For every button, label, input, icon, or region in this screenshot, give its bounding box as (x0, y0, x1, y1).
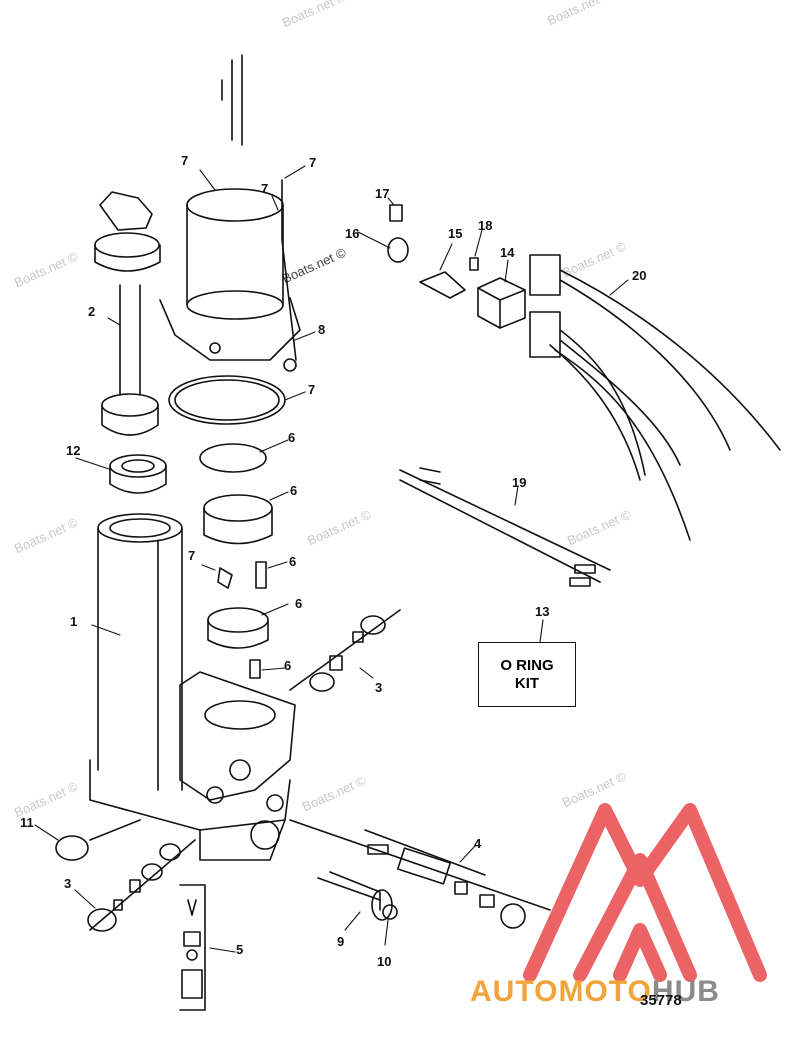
callout-6: 6 (295, 596, 303, 611)
filter-part-6 (203, 494, 273, 545)
tube-assembly-part-2 (94, 191, 161, 436)
screw-part-18 (469, 257, 479, 271)
shuttle-part-4 (289, 819, 551, 929)
callout-7: 7 (308, 382, 316, 397)
callout-6: 6 (288, 430, 296, 445)
callout-19: 19 (512, 475, 527, 490)
gasket-part-7 (168, 375, 286, 425)
check-valve-part-3 (289, 609, 401, 692)
check-valve-part-3-lower (87, 839, 196, 932)
bracket-part-15 (419, 271, 466, 299)
manual-release-part-9 (317, 871, 393, 921)
callout-7: 7 (261, 181, 269, 196)
callout-20: 20 (632, 268, 647, 283)
valve-part-6 (207, 561, 269, 679)
callout-16: 16 (345, 226, 360, 241)
valve-stack-part-5 (179, 884, 206, 1011)
figure-number: 35778 (640, 992, 682, 1009)
screw-part-17 (389, 204, 403, 222)
callout-6: 6 (290, 483, 298, 498)
gasket-inner (174, 379, 280, 421)
grommet-part-16 (387, 237, 409, 263)
kit-box-line1: O RING (500, 656, 554, 674)
callout-15: 15 (448, 226, 463, 241)
relay-part-14 (477, 277, 526, 329)
callout-3: 3 (64, 876, 72, 891)
callout-5: 5 (236, 942, 244, 957)
brand-part2: HUB (651, 975, 720, 1008)
callout-11: 11 (20, 815, 34, 830)
cylinder-part-1 (89, 513, 291, 861)
pump-housing (179, 671, 296, 812)
callout-6: 6 (284, 658, 292, 673)
clip-part-10 (382, 904, 398, 920)
seal-part-12 (109, 454, 167, 494)
screw-part-8 (281, 179, 297, 361)
callout-17: 17 (375, 186, 390, 201)
callout-6: 6 (289, 554, 297, 569)
kit-box-line2: KIT (514, 674, 540, 692)
callout-18: 18 (478, 218, 493, 233)
pump-motor-part-7 (159, 54, 301, 372)
callout-4: 4 (474, 836, 482, 851)
logo-mark (523, 803, 767, 982)
brand-part1: AUTOMOTO (470, 975, 652, 1008)
callout-12: 12 (66, 443, 81, 458)
o-ring-kit-box: O RING KIT (478, 642, 576, 707)
callout-14: 14 (500, 245, 515, 260)
wire-harness-part-20 (529, 254, 781, 541)
callout-1: 1 (70, 614, 78, 629)
o-ring-part-6 (199, 443, 267, 473)
callout-13: 13 (535, 604, 550, 619)
callout-7: 7 (188, 548, 196, 563)
brand-logo: AUTOMOTOHUB (470, 975, 720, 1009)
wire-lead-part-19 (399, 467, 611, 587)
callout-10: 10 (377, 954, 392, 969)
callout-3: 3 (375, 680, 383, 695)
callout-7: 7 (181, 153, 189, 168)
fitting-part-11 (55, 819, 141, 861)
callout-8: 8 (318, 322, 326, 337)
callout-7: 7 (309, 155, 317, 170)
callout-2: 2 (88, 304, 96, 319)
leader-lines (34, 165, 629, 953)
callout-9: 9 (337, 934, 345, 949)
